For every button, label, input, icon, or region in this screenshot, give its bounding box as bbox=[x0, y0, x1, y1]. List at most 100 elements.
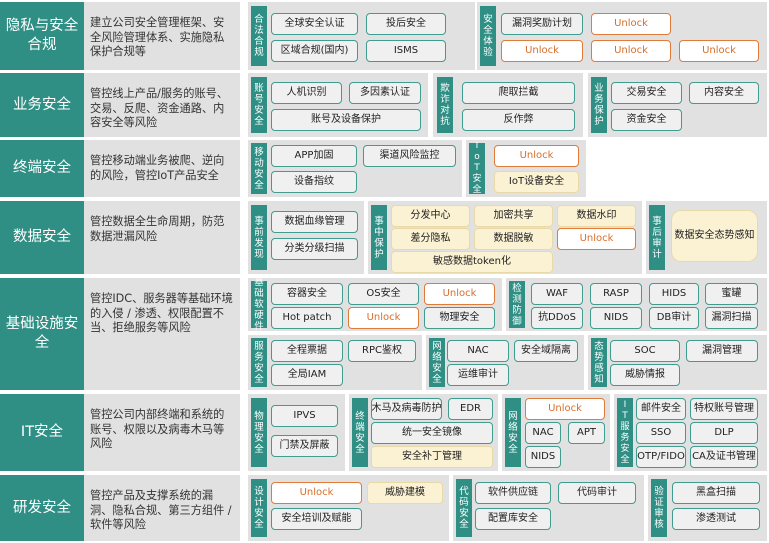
item-regional-compliance: 区域合规(国内) bbox=[271, 40, 358, 62]
group-label-mobile-security: 移动安全 bbox=[251, 143, 267, 194]
item-iot-device-security: IoT设备安全 bbox=[494, 171, 579, 193]
group-label-infra-software-hardware: 基础软硬件 bbox=[251, 277, 267, 332]
group-label-code-security: 代码安全 bbox=[456, 479, 472, 537]
item-data-masking: 数据脱敏 bbox=[474, 228, 553, 250]
item-bug-bounty: 漏洞奖励计划 bbox=[501, 13, 583, 35]
item-unified-secure-image: 统一安全镜像 bbox=[371, 422, 493, 444]
item-global-iam: 全局IAM bbox=[271, 364, 343, 386]
category-it-security: IT安全 bbox=[0, 394, 84, 471]
item-data-watermark: 数据水印 bbox=[557, 205, 636, 227]
item-unlock-placeholder: Unlock bbox=[424, 283, 495, 305]
item-it-nids: NIDS bbox=[525, 446, 561, 468]
item-classification-scan: 分类分级扫描 bbox=[271, 238, 358, 260]
description-data-security: 管控数据全生命周期，防范数据泄漏风险 bbox=[84, 201, 240, 274]
group-label-design-security: 设计安全 bbox=[251, 479, 267, 537]
item-audit-security: 投后安全 bbox=[366, 13, 446, 35]
group-label-physical-security: 物理安全 bbox=[251, 398, 267, 467]
item-data-lineage: 数据血缘管理 bbox=[271, 211, 358, 233]
group-label-in-event: 事中保护 bbox=[371, 205, 387, 270]
item-edr: EDR bbox=[448, 398, 493, 420]
item-waf: WAF bbox=[531, 283, 583, 305]
item-unlock-placeholder: Unlock bbox=[501, 40, 583, 62]
item-software-supply-chain: 软件供应链 bbox=[475, 482, 551, 504]
item-privileged-account: 特权账号管理 bbox=[690, 398, 758, 420]
group-label-verification-review: 验证审核 bbox=[651, 479, 667, 537]
item-channel-risk-monitor: 渠道风险监控 bbox=[363, 145, 456, 167]
item-anti-crawling: 爬取拦截 bbox=[462, 82, 575, 104]
category-rd-security: 研发安全 bbox=[0, 475, 84, 541]
category-endpoint-security: 终端安全 bbox=[0, 140, 84, 197]
item-fund-security: 资金安全 bbox=[611, 109, 682, 131]
item-apt: APT bbox=[568, 422, 605, 444]
item-anti-cheating: 反作弊 bbox=[462, 109, 575, 131]
item-os-security: OS安全 bbox=[348, 283, 419, 305]
item-db-audit: DB审计 bbox=[649, 307, 699, 329]
item-human-machine-detection: 人机识别 bbox=[271, 82, 342, 104]
item-distribution-center: 分发中心 bbox=[391, 205, 470, 227]
item-email-security: 邮件安全 bbox=[636, 398, 686, 420]
item-isms: ISMS bbox=[366, 40, 446, 62]
description-privacy-compliance: 建立公司安全管理框架、安全风险管理体系、实施隐私保护合规等 bbox=[84, 2, 240, 70]
description-infrastructure-security: 管控IDC、服务器等基础环境的入侵 / 渗透、权限配置不当、拒绝服务等风险 bbox=[84, 278, 240, 390]
item-sensitive-tokenization: 敏感数据token化 bbox=[391, 251, 553, 273]
category-business-security: 业务安全 bbox=[0, 73, 84, 137]
item-rpc-auth: RPC鉴权 bbox=[348, 340, 416, 362]
item-account-device-protection: 账号及设备保护 bbox=[271, 109, 421, 131]
description-endpoint-security: 管控移动端业务被爬、逆向的风险，管控IoT产品安全 bbox=[84, 140, 240, 197]
item-nac: NAC bbox=[447, 340, 509, 362]
group-label-security-ecosystem: 安全体验 bbox=[480, 6, 496, 66]
item-vuln-management: 漏洞管理 bbox=[686, 340, 758, 362]
item-hot-patch: Hot patch bbox=[271, 307, 343, 329]
item-security-training: 安全培训及赋能 bbox=[271, 508, 362, 530]
group-label-situational-awareness: 态势感知 bbox=[591, 338, 607, 387]
item-config-repo-security: 配置库安全 bbox=[475, 508, 551, 530]
item-mfa: 多因素认证 bbox=[349, 82, 421, 104]
item-vuln-scan: 漏洞扫描 bbox=[705, 307, 758, 329]
item-it-nac: NAC bbox=[525, 422, 561, 444]
item-zone-isolation: 安全域隔离 bbox=[514, 340, 578, 362]
item-ops-audit: 运维审计 bbox=[447, 364, 509, 386]
description-it-security: 管控公司内部终端和系统的账号、权限以及病毒木马等风险 bbox=[84, 394, 240, 471]
group-label-compliance: 合法合规 bbox=[251, 6, 267, 66]
item-rasp: RASP bbox=[590, 283, 642, 305]
item-full-ticket: 全程票据 bbox=[271, 340, 343, 362]
item-global-security-cert: 全球安全认证 bbox=[271, 13, 358, 35]
item-device-fingerprint: 设备指纹 bbox=[271, 171, 357, 193]
item-unlock-placeholder: Unlock bbox=[525, 398, 605, 420]
item-unlock-placeholder: Unlock bbox=[557, 228, 636, 250]
category-data-security: 数据安全 bbox=[0, 201, 84, 274]
item-hids: HIDS bbox=[649, 283, 699, 305]
item-unlock-placeholder: Unlock bbox=[348, 307, 419, 329]
item-nids: NIDS bbox=[590, 307, 642, 329]
item-ipvs: IPVS bbox=[271, 405, 338, 427]
category-privacy-compliance: 隐私与安全合规 bbox=[0, 2, 84, 70]
item-unlock-placeholder: Unlock bbox=[591, 40, 671, 62]
item-container-security: 容器安全 bbox=[271, 283, 343, 305]
item-ca-cert-management: CA及证书管理 bbox=[690, 446, 758, 468]
item-honeypot: 蜜罐 bbox=[705, 283, 758, 305]
item-threat-modeling: 威胁建模 bbox=[367, 482, 443, 504]
item-encrypted-sharing: 加密共享 bbox=[474, 205, 553, 227]
group-label-network-security: 网络安全 bbox=[429, 338, 445, 387]
item-dlp: DLP bbox=[690, 422, 758, 444]
item-trojan-protection: 木马及病毒防护 bbox=[371, 398, 442, 420]
item-patch-management: 安全补丁管理 bbox=[371, 446, 493, 468]
item-code-audit: 代码审计 bbox=[558, 482, 636, 504]
item-blackbox-scan: 黑盒扫描 bbox=[672, 482, 760, 504]
item-physical-security: 物理安全 bbox=[424, 307, 495, 329]
item-unlock-placeholder: Unlock bbox=[494, 145, 579, 167]
item-sso: SSO bbox=[636, 422, 686, 444]
group-label-it-network-security: 网络安全 bbox=[505, 398, 521, 467]
item-content-security: 内容安全 bbox=[689, 82, 759, 104]
item-unlock-placeholder: Unlock bbox=[679, 40, 759, 62]
item-unlock-placeholder: Unlock bbox=[271, 482, 362, 504]
item-threat-intel: 威胁情报 bbox=[610, 364, 680, 386]
item-access-control-shield: 门禁及屏蔽 bbox=[271, 435, 338, 457]
group-label-post-event: 事后审计 bbox=[649, 205, 665, 270]
description-business-security: 管控线上产品/服务的账号、交易、反爬、资金通路、内容安全等风险 bbox=[84, 73, 240, 137]
group-label-business-protection: 业务保护 bbox=[591, 77, 607, 133]
item-anti-ddos: 抗DDoS bbox=[531, 307, 583, 329]
item-transaction-security: 交易安全 bbox=[611, 82, 682, 104]
item-otp-fido: OTP/FIDO bbox=[636, 446, 686, 468]
